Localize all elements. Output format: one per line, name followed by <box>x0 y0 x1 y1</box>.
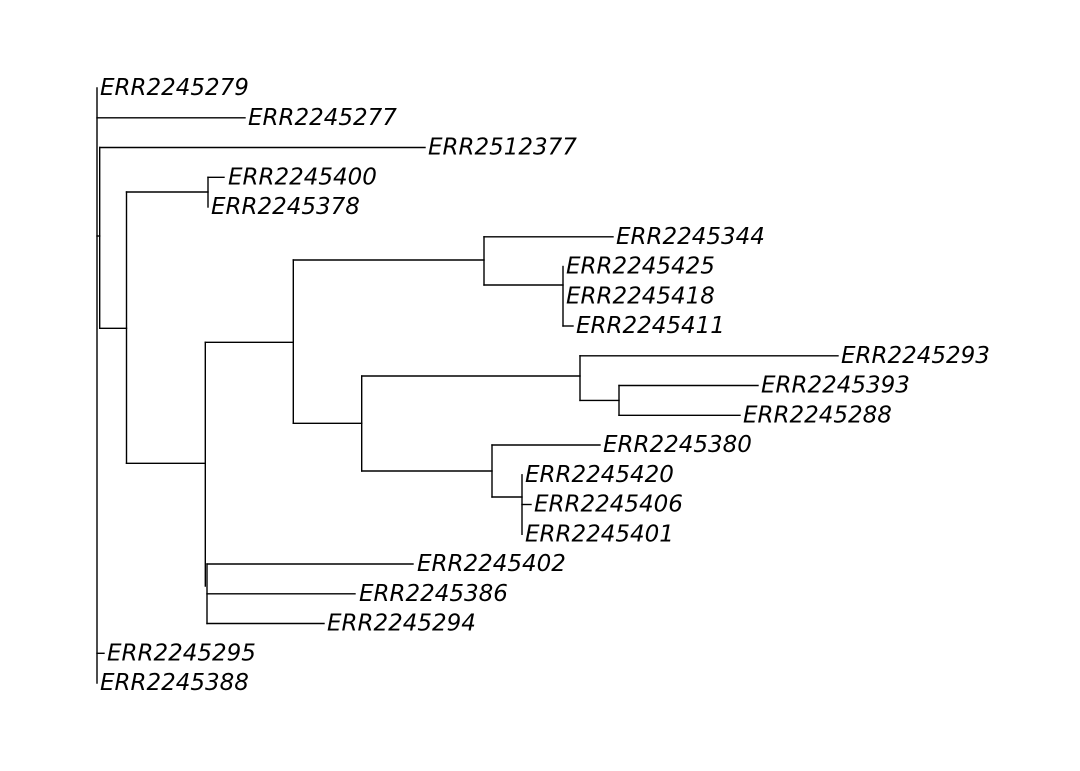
tip-label-ERR2245386: ERR2245386 <box>359 581 508 607</box>
tip-label-ERR2245400: ERR2245400 <box>228 164 377 190</box>
tip-label-ERR2245402: ERR2245402 <box>417 551 566 577</box>
tip-label-ERR2245378: ERR2245378 <box>211 194 360 220</box>
tip-label-ERR2245406: ERR2245406 <box>534 492 683 518</box>
tip-label-ERR2245401: ERR2245401 <box>525 521 674 547</box>
tip-label-ERR2245420: ERR2245420 <box>525 462 674 488</box>
tip-label-ERR2245295: ERR2245295 <box>107 640 256 666</box>
tip-label-ERR2245344: ERR2245344 <box>616 224 765 250</box>
tip-label-ERR2245380: ERR2245380 <box>603 432 752 458</box>
tip-label-ERR2245388: ERR2245388 <box>100 670 249 696</box>
tip-label-ERR2245418: ERR2245418 <box>566 283 715 309</box>
tip-label-ERR2245294: ERR2245294 <box>327 611 476 637</box>
tip-label-ERR2245293: ERR2245293 <box>841 343 990 369</box>
tip-label-ERR2245425: ERR2245425 <box>566 254 715 280</box>
tip-label-ERR2245277: ERR2245277 <box>248 105 397 131</box>
tip-label-ERR2245288: ERR2245288 <box>743 402 892 428</box>
tip-label-ERR2245393: ERR2245393 <box>761 373 910 399</box>
tip-label-ERR2245279: ERR2245279 <box>100 75 249 101</box>
tip-label-ERR2245411: ERR2245411 <box>576 313 725 339</box>
tip-label-ERR2512377: ERR2512377 <box>428 135 577 161</box>
